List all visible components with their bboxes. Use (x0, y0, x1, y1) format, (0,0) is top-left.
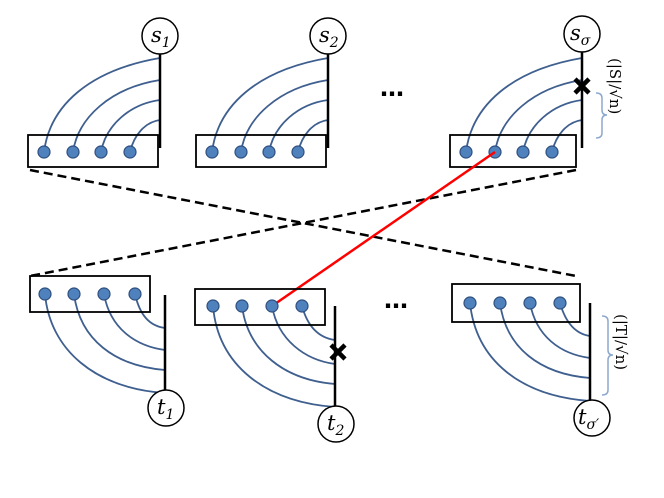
group-curves (469, 302, 591, 402)
vertex (295, 299, 309, 313)
sink-box-2 (194, 288, 326, 326)
source-group-sigma: sσ (449, 15, 601, 168)
sink-group-2: t2 (194, 288, 355, 443)
source-group-1: s1 (27, 17, 179, 168)
vertex (66, 145, 80, 159)
group-curves (211, 57, 329, 153)
vertex (545, 145, 559, 159)
vertex (262, 145, 276, 159)
vertex (493, 296, 507, 310)
vertex (523, 296, 537, 310)
vertex (128, 287, 142, 301)
top-brace (595, 92, 608, 139)
bottom-size-label: (|T|/√n) (612, 314, 630, 370)
vertex (38, 287, 52, 301)
vertex (553, 296, 567, 310)
vertex (94, 145, 108, 159)
sink-box-1 (29, 275, 151, 313)
cross-icon (573, 77, 591, 95)
vertex (235, 299, 249, 313)
vertex (291, 145, 305, 159)
top-size-label: (|S|/√n) (606, 58, 624, 114)
vertex (67, 287, 81, 301)
source-label-1: s1 (151, 23, 171, 51)
source-group-2: s2 (195, 17, 347, 168)
vertex (459, 145, 473, 159)
source-ellipsis: … (380, 74, 404, 102)
sink-node-1 (147, 389, 185, 427)
sink-group-1: t1 (29, 275, 185, 427)
source-label-sigma: sσ (570, 21, 591, 49)
vertex (97, 287, 111, 301)
source-box-1 (27, 134, 159, 168)
source-node-2 (309, 17, 347, 55)
sink-label-2: t2 (327, 411, 344, 439)
group-curves (465, 57, 583, 153)
group-curves (212, 305, 336, 408)
source-node-sigma (563, 15, 601, 53)
sink-node-sigma (573, 399, 611, 437)
vertex (234, 145, 248, 159)
group-curves (43, 57, 161, 153)
dashed-line-left-top (29, 168, 577, 278)
sink-label-sigma: tσ′ (578, 405, 600, 433)
source-node-1 (141, 17, 179, 55)
dashed-line-right-top (29, 168, 577, 278)
vertex (516, 145, 530, 159)
cross-edge (271, 150, 496, 308)
vertex (37, 145, 51, 159)
sink-label-1: t1 (157, 395, 174, 423)
source-box-sigma (449, 134, 577, 168)
sink-node-2 (317, 405, 355, 443)
sink-ellipsis: … (384, 286, 408, 314)
source-label-2: s2 (319, 23, 339, 51)
vertex (463, 296, 477, 310)
group-curves (44, 293, 166, 394)
vertex (123, 145, 137, 159)
dashed-connections (29, 168, 577, 278)
source-box-2 (195, 134, 327, 168)
bottom-brace (601, 315, 614, 396)
vertex (206, 299, 220, 313)
vertex (205, 145, 219, 159)
sink-box-sigma (451, 283, 581, 323)
vertex (265, 299, 279, 313)
cross-icon (329, 343, 347, 361)
sink-group-sigma: tσ′ (451, 283, 611, 437)
